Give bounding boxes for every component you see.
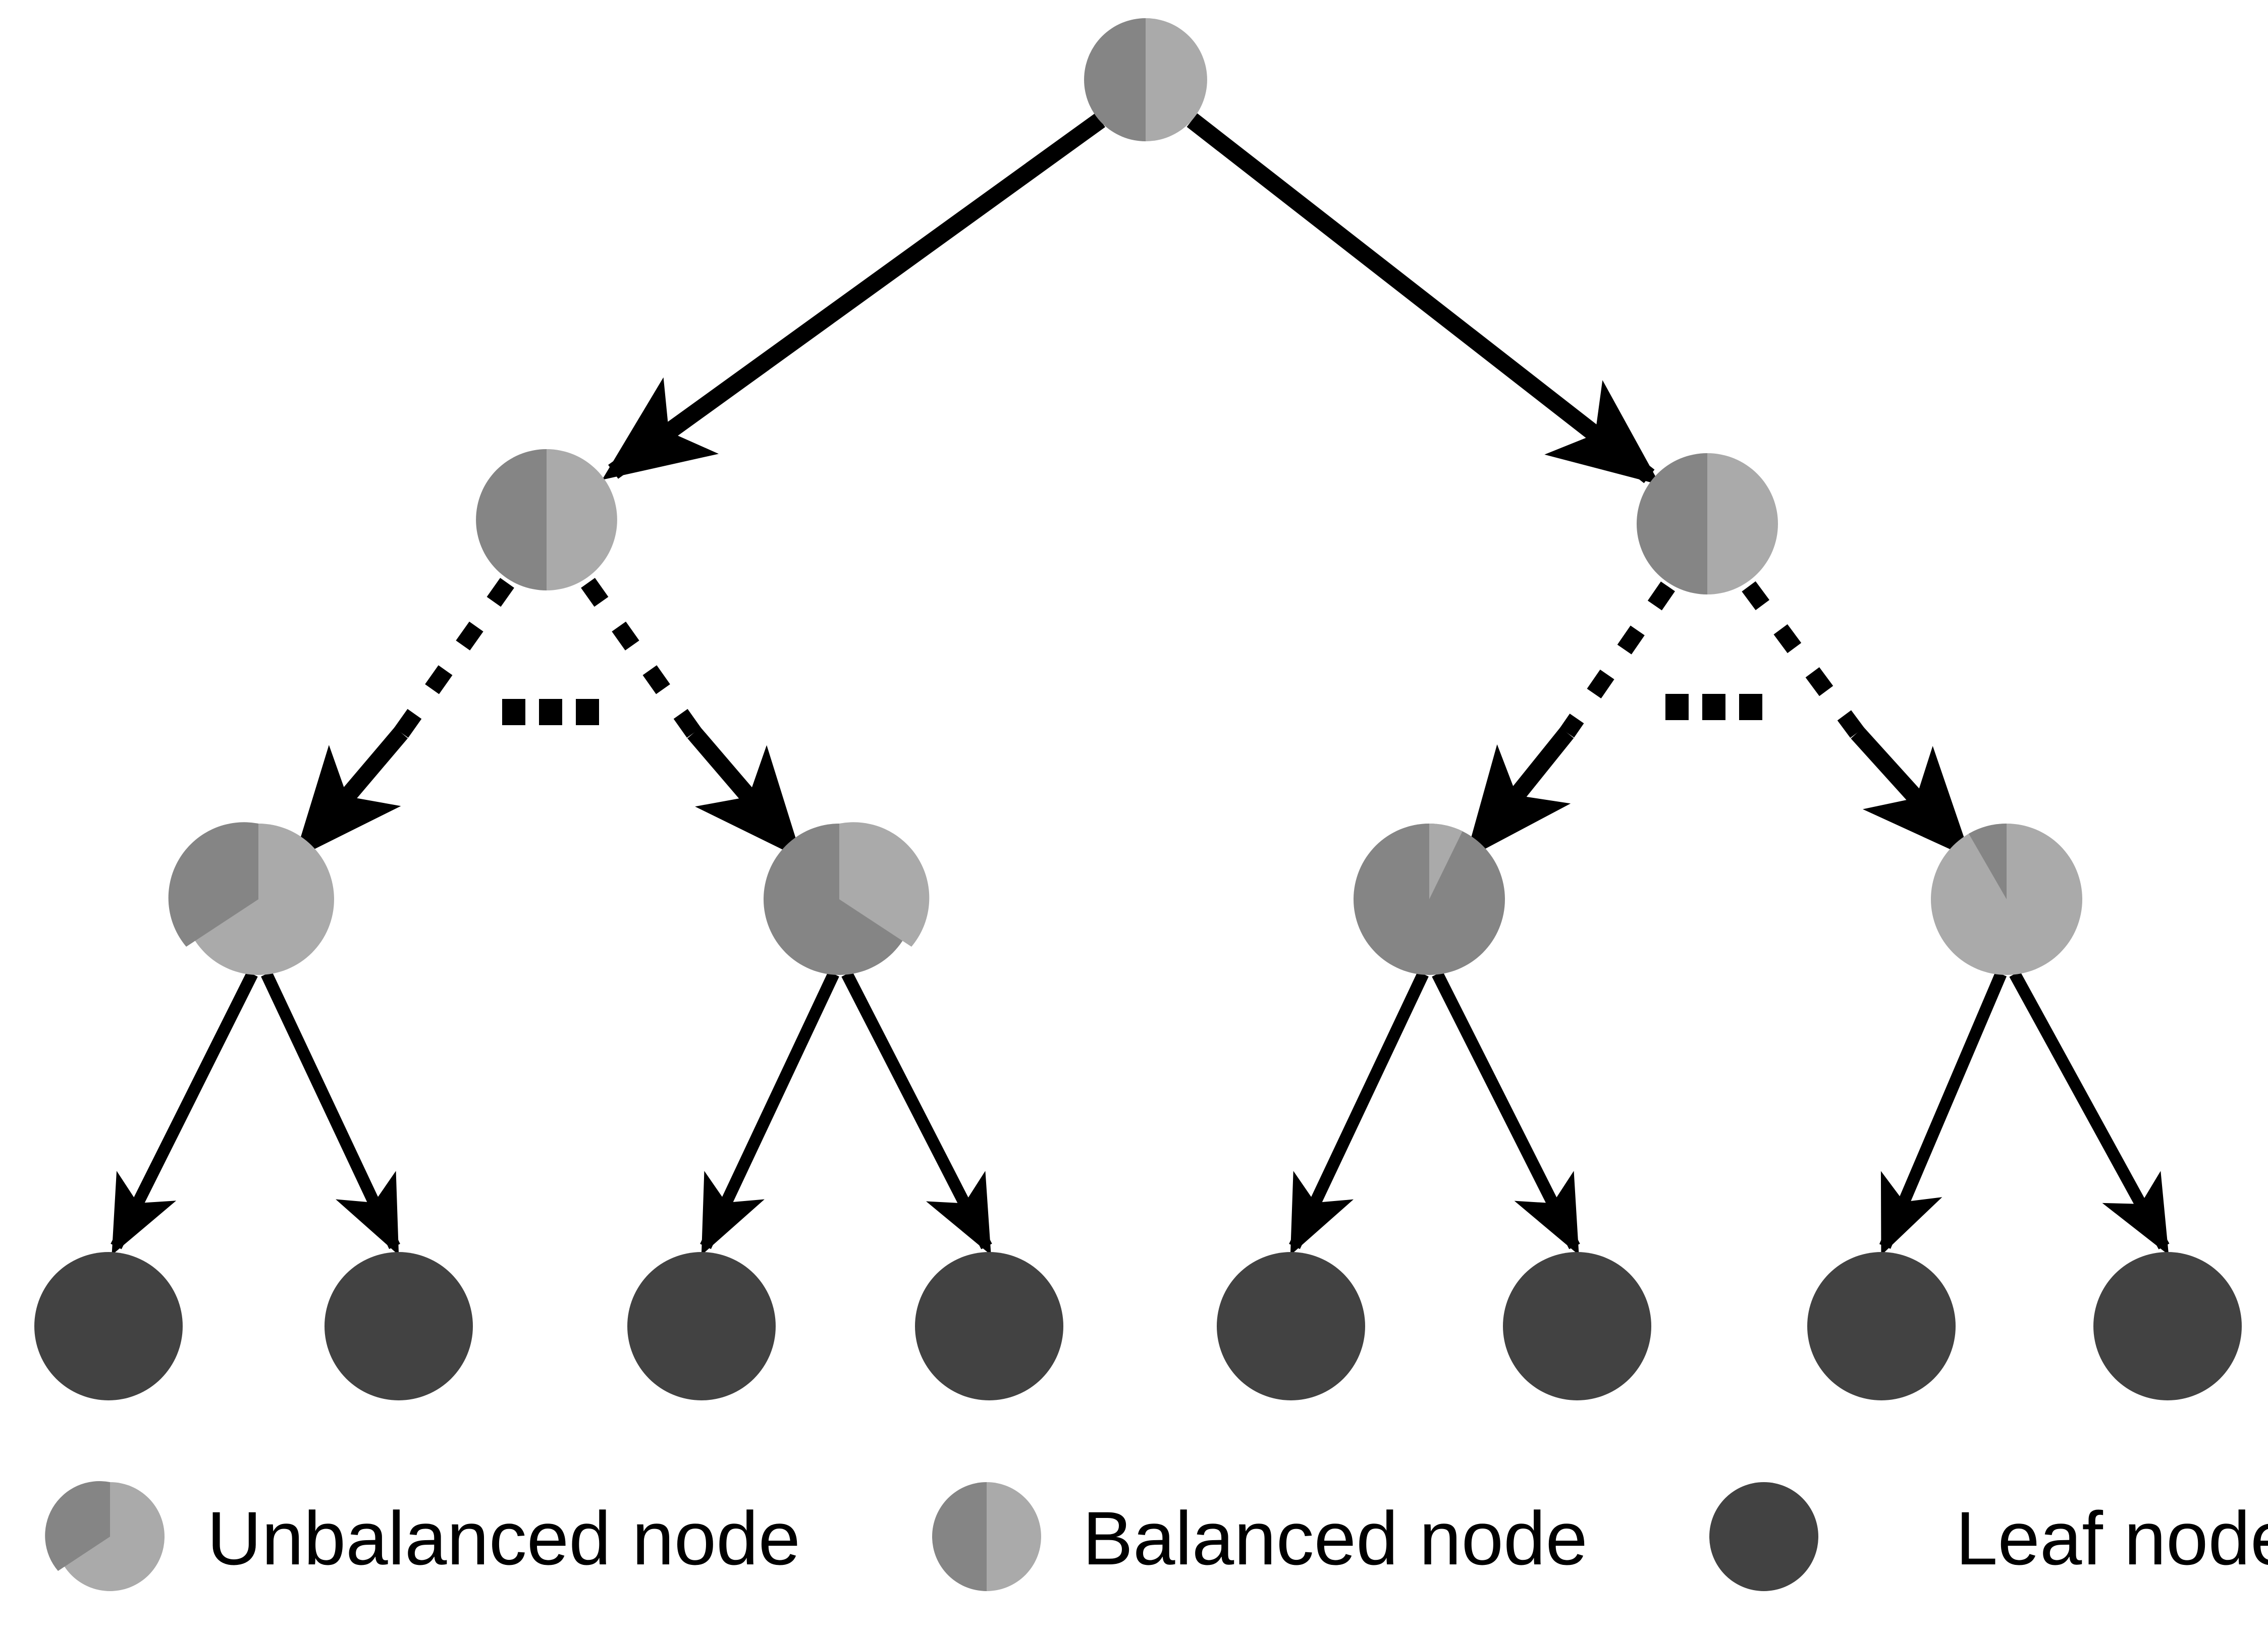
- legend-marker-leaf-circle-icon: [1709, 1482, 1818, 1591]
- node-leaf-6[interactable]: [1807, 1252, 1956, 1400]
- node-leaf-2[interactable]: [627, 1252, 776, 1400]
- node-n1-0-balanced-pie[interactable]: [476, 449, 617, 590]
- edge-n2-3-to-leaf-6: [1879, 971, 2007, 1256]
- node-root-balanced-pie[interactable]: [1084, 18, 1207, 141]
- ellipsis-right-icon: [1665, 694, 1762, 720]
- node-leaf-0[interactable]: [34, 1252, 183, 1400]
- node-n2-1-unbalanced-pie[interactable]: [764, 822, 930, 975]
- edge-n1-0-to-n2-0-solid: [294, 727, 408, 859]
- legend-label-unbalanced: Unbalanced node: [207, 1496, 800, 1581]
- edge-root-to-n1-0: [602, 113, 1105, 480]
- node-n1-1-balanced-pie[interactable]: [1637, 453, 1778, 594]
- edge-n1-0-to-n2-0-dotted: [394, 578, 514, 738]
- edge-n1-0-to-n2-1-solid: [687, 727, 802, 859]
- ellipsis-left-icon: [502, 699, 599, 725]
- legend-marker-unbalanced-pie-icon: [45, 1481, 165, 1591]
- edge-n1-1-to-n2-2-solid: [1465, 727, 1574, 860]
- edge-n2-3-to-leaf-7: [2009, 971, 2170, 1255]
- edge-n1-1-to-n2-3-dotted: [1742, 581, 1864, 738]
- legend: Unbalanced node Balanced node Leaf node: [45, 1481, 2268, 1591]
- node-leaf-7[interactable]: [2093, 1252, 2242, 1400]
- legend-label-leaf: Leaf node: [1956, 1496, 2268, 1581]
- legend-marker-balanced-pie-icon: [932, 1482, 1041, 1591]
- ellipsis-layer: [502, 694, 1762, 725]
- edge-n2-0-to-leaf-1: [261, 971, 400, 1256]
- node-leaf-4[interactable]: [1217, 1252, 1365, 1400]
- edge-root-to-n1-1: [1186, 113, 1660, 485]
- edge-n1-1-to-n2-3-solid: [1851, 727, 1972, 859]
- edge-n2-1-to-leaf-2: [700, 971, 839, 1256]
- node-n2-0-unbalanced-pie[interactable]: [168, 822, 334, 975]
- node-leaf-1[interactable]: [325, 1252, 473, 1400]
- node-n2-3-unbalanced-pie[interactable]: [1931, 823, 2082, 975]
- edge-n2-2-to-leaf-5: [1432, 971, 1580, 1256]
- edge-n1-1-to-n2-2-dotted: [1560, 581, 1675, 738]
- nodes-layer: [34, 18, 2242, 1400]
- node-leaf-5[interactable]: [1503, 1252, 1651, 1400]
- legend-label-balanced: Balanced node: [1083, 1496, 1588, 1581]
- edge-n1-0-to-n2-1-dotted: [581, 578, 701, 738]
- edge-n2-2-to-leaf-4: [1289, 971, 1429, 1256]
- edges-layer: [111, 113, 2170, 1256]
- edge-n2-0-to-leaf-0: [111, 971, 258, 1256]
- edge-n2-1-to-leaf-3: [841, 971, 992, 1256]
- node-leaf-3[interactable]: [915, 1252, 1063, 1400]
- node-n2-2-unbalanced-pie[interactable]: [1354, 823, 1505, 975]
